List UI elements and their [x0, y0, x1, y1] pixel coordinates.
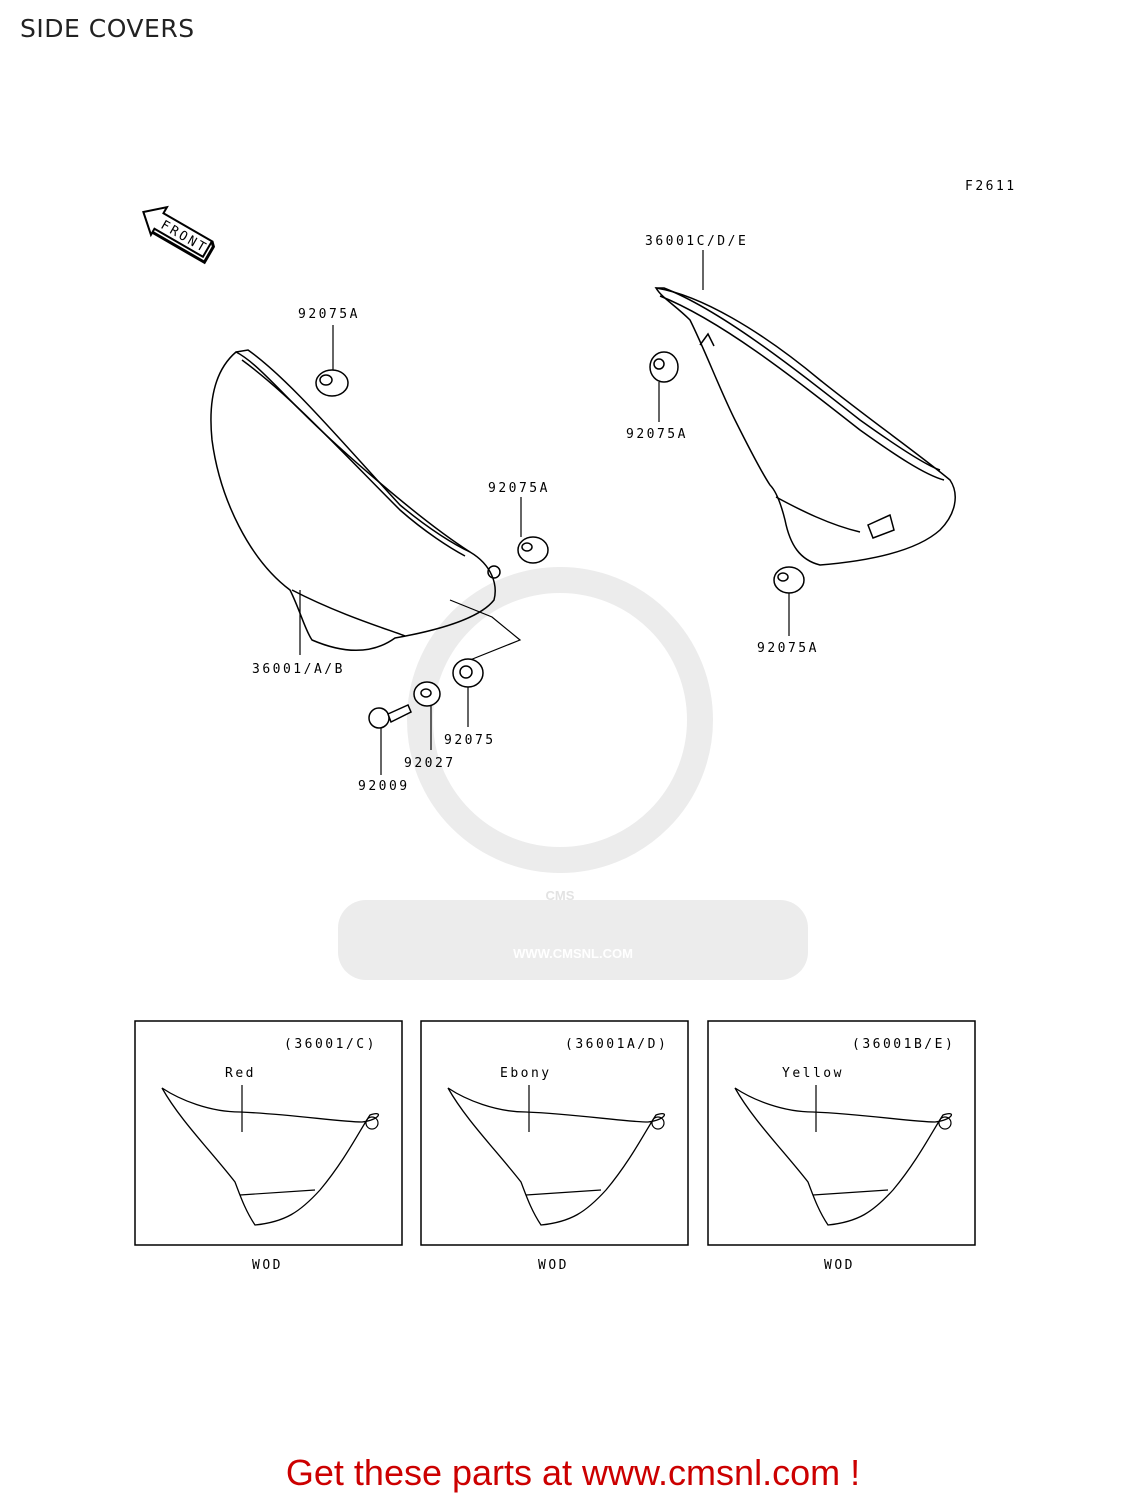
variant-panel-3: (36001B/E) Yellow WOD — [707, 1020, 976, 1273]
bolt-icon — [368, 704, 412, 729]
variant-note: WOD — [252, 1258, 283, 1273]
left-side-cover — [210, 349, 522, 661]
watermark-url-bar — [338, 900, 808, 980]
variant-note: WOD — [824, 1258, 855, 1273]
grommet-right-bottom-icon — [773, 566, 805, 594]
watermark-logo-text: CMS — [546, 888, 575, 903]
grommet-left-mid-icon — [517, 536, 549, 564]
right-side-cover — [654, 287, 956, 566]
callout-grommet-plain: 92075 — [444, 733, 496, 748]
callout-grommet-right-top: 92075A — [626, 427, 688, 442]
watermark-logo-circle — [407, 567, 713, 873]
variant-cover-shape — [161, 1087, 380, 1226]
variant-code: (36001A/D) — [565, 1037, 668, 1052]
grommet-left-top-icon — [315, 369, 349, 397]
parts-diagram: CMS WWW.CMSNL.COM F2611 FRONT — [134, 179, 1017, 1273]
grommet-plain-icon — [452, 658, 484, 688]
footer-suffix: ! — [840, 1452, 861, 1493]
figure-code: F2611 — [965, 179, 1017, 194]
footer-link[interactable]: www.cmsnl.com — [582, 1452, 841, 1493]
leader-lines — [299, 250, 790, 775]
variant-cover-shape — [447, 1087, 666, 1226]
footer-prefix: Get these parts at — [285, 1452, 583, 1493]
variant-color: Red — [225, 1066, 256, 1081]
callout-grommet-left-top: 92075A — [298, 307, 360, 322]
callout-left-cover: 36001/A/B — [252, 662, 345, 677]
variant-panel-2: (36001A/D) Ebony WOD — [420, 1020, 689, 1273]
callout-grommet-left-mid: 92075A — [488, 481, 550, 496]
callout-bolt: 92009 — [358, 779, 410, 794]
variant-color: Yellow — [782, 1066, 844, 1081]
page-title: SIDE COVERS — [20, 14, 195, 43]
watermark-url-text: WWW.CMSNL.COM — [513, 946, 633, 961]
variant-note: WOD — [538, 1258, 569, 1273]
variant-code: (36001/C) — [284, 1037, 377, 1052]
grommet-right-top-icon — [649, 351, 679, 383]
variant-cover-shape — [734, 1087, 953, 1226]
variant-code: (36001B/E) — [852, 1037, 955, 1052]
watermark: CMS WWW.CMSNL.COM — [338, 567, 808, 980]
callout-right-cover: 36001C/D/E — [645, 234, 748, 249]
variant-panel-1: (36001/C) Red WOD — [134, 1020, 403, 1273]
front-arrow-icon: FRONT — [142, 205, 216, 265]
collar-icon — [413, 681, 441, 707]
variant-color: Ebony — [500, 1066, 552, 1081]
callout-collar: 92027 — [404, 756, 456, 771]
footer-banner: Get these parts at www.cmsnl.com ! — [0, 1452, 1146, 1494]
callout-grommet-right-bottom: 92075A — [757, 641, 819, 656]
